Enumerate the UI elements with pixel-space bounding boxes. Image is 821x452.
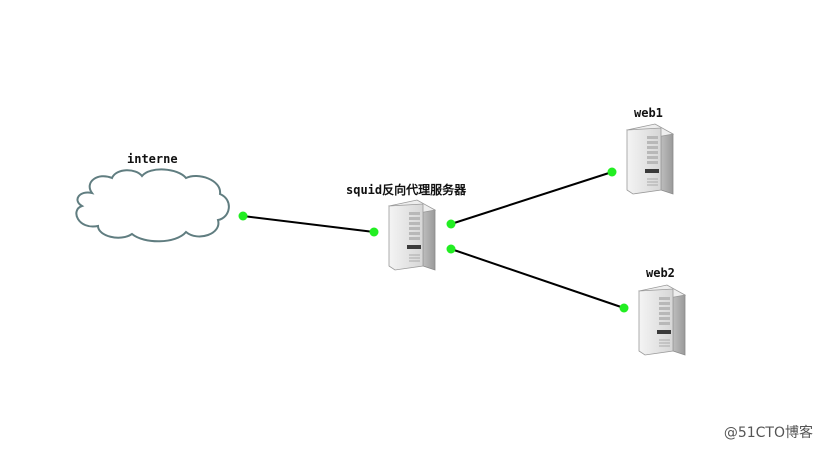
internet-label: interne [127,152,178,166]
web2-label: web2 [646,266,675,280]
link-proxy-web2 [450,248,625,309]
server-icon-web1 [626,123,674,195]
web1-label: web1 [634,106,663,120]
proxy-label: squid反向代理服务器 [346,183,467,197]
port-proxy-lower [446,244,456,254]
port-proxy-upper [446,219,456,229]
port-proxy-left [369,227,379,237]
server-icon-web2 [638,284,686,356]
port-internet [238,211,248,221]
link-proxy-web1 [450,171,613,225]
port-web2 [619,303,629,313]
links [242,171,625,309]
cloud-icon [75,168,230,243]
port-web1 [607,167,617,177]
ports [238,167,629,313]
watermark: @51CTO博客 [723,425,813,441]
server-icon-proxy [388,199,436,271]
link-internet-proxy [242,215,375,233]
